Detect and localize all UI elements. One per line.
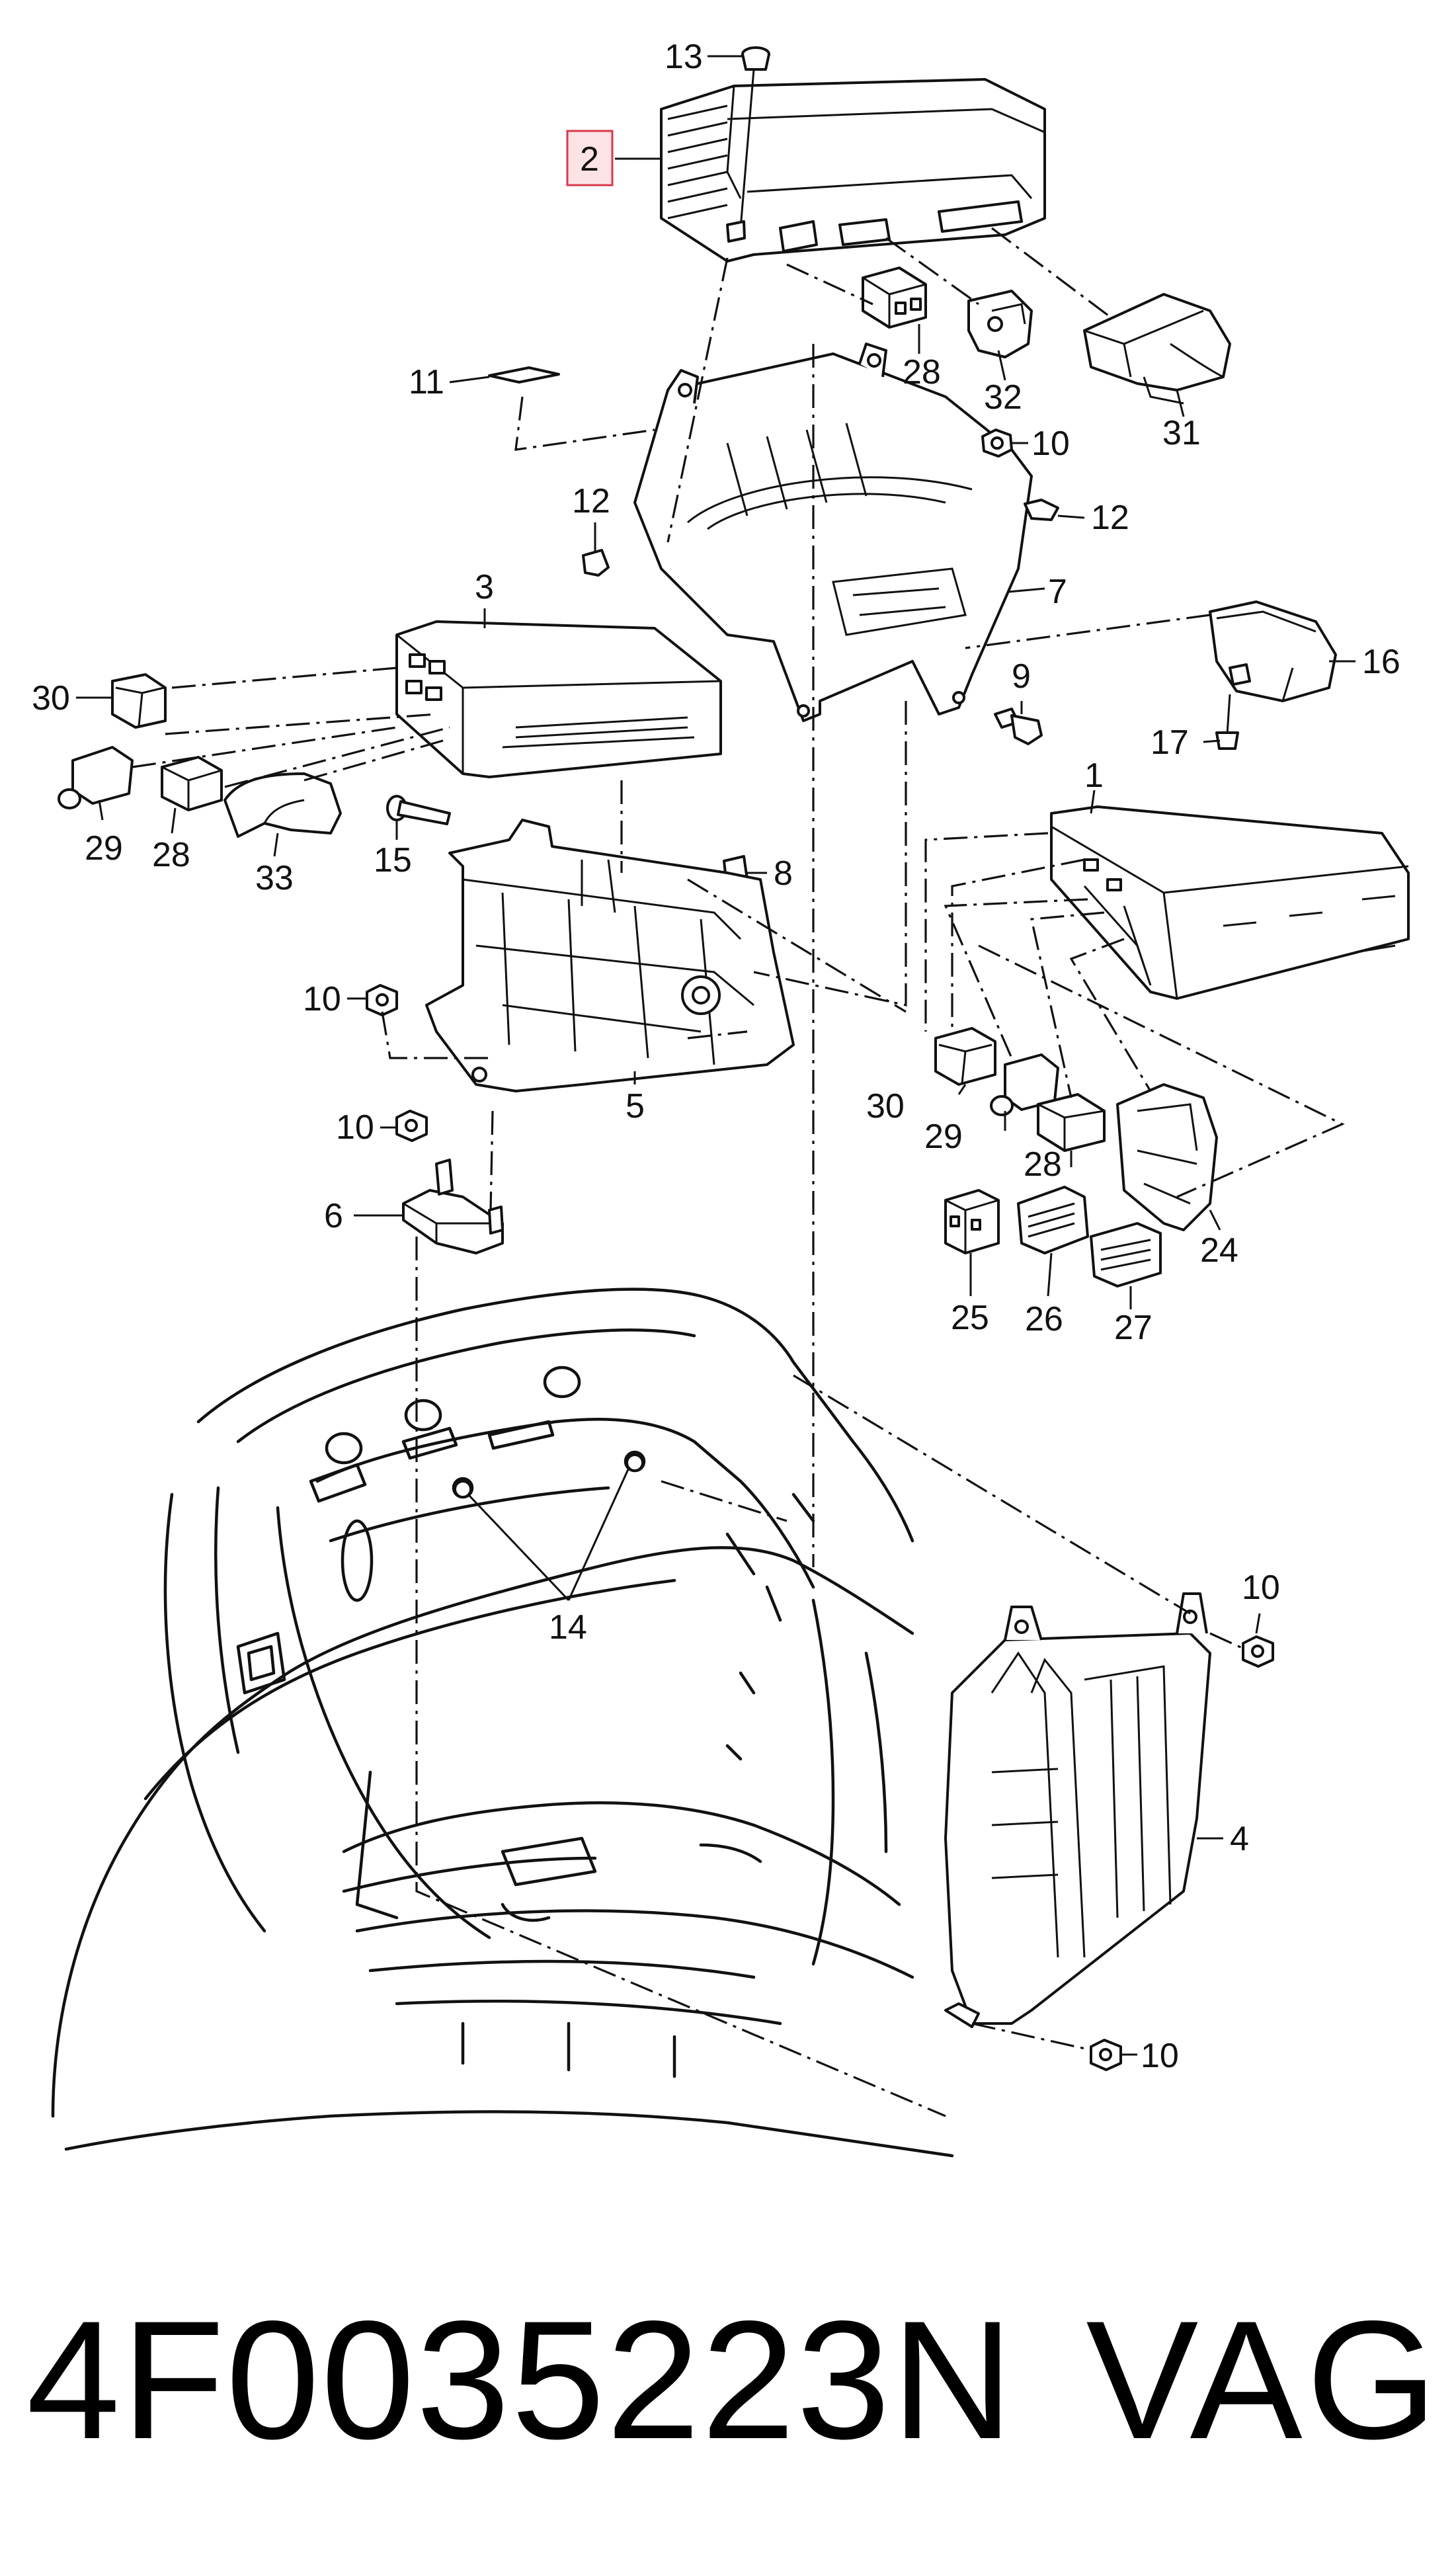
part-4-side-bracket — [944, 1592, 1211, 2028]
callout-33: 33 — [255, 859, 294, 897]
callout-4: 4 — [1230, 1820, 1249, 1858]
callout-13: 13 — [665, 38, 703, 76]
callout-9: 9 — [1012, 657, 1031, 696]
part-10-nut-top — [981, 429, 1013, 458]
callout-12-right: 12 — [1091, 499, 1129, 537]
part-6-bracket — [402, 1159, 504, 1254]
part-27-connector — [1090, 1222, 1162, 1288]
callout-11: 11 — [409, 363, 444, 401]
callout-8: 8 — [774, 854, 793, 893]
callout-31: 31 — [1162, 414, 1201, 452]
part-10-nut-low — [395, 1110, 428, 1142]
callout-30-left: 30 — [32, 679, 70, 717]
callout-10-top: 10 — [1031, 425, 1070, 463]
callout-15: 15 — [374, 841, 412, 879]
part-16-module — [1209, 600, 1337, 702]
callout-1: 1 — [1084, 756, 1104, 795]
trunk-body-outline — [51, 1288, 954, 2158]
callout-10-side: 10 — [1242, 1569, 1280, 1607]
callout-29-left: 29 — [85, 829, 123, 868]
callout-5: 5 — [626, 1087, 645, 1125]
footer: 4F0035223N VAG — [26, 2281, 1441, 2480]
part-29-connector-left — [58, 746, 134, 809]
part-29-connector-right — [990, 1053, 1059, 1116]
part-10-nut-bottom — [1090, 2039, 1122, 2071]
parts-diagram: 13 2 28 32 31 10 11 12 12 7 9 16 17 3 30… — [32, 38, 1410, 2158]
callout-25: 25 — [951, 1299, 989, 1337]
callout-32: 32 — [984, 378, 1022, 417]
leader-lines — [76, 55, 1355, 2056]
part-24-connector-housing — [1116, 1083, 1218, 1231]
part-11-label — [488, 366, 560, 384]
callout-12-left: 12 — [572, 482, 610, 520]
callout-10-low: 10 — [336, 1108, 374, 1147]
part-14-stud-right — [626, 1453, 644, 1472]
callout-28-top: 28 — [903, 353, 941, 391]
part-31-connector — [1083, 293, 1231, 405]
callout-27: 27 — [1114, 1309, 1153, 1347]
part-9-bolt — [994, 708, 1043, 745]
callout-2: 2 — [580, 140, 599, 179]
callout-10-mid: 10 — [303, 980, 341, 1018]
callout-24: 24 — [1200, 1231, 1238, 1270]
callout-28-right: 28 — [1024, 1145, 1062, 1184]
callout-16: 16 — [1362, 643, 1400, 681]
callout-29-right: 29 — [924, 1118, 963, 1156]
callout-10-bottom: 10 — [1141, 2037, 1179, 2075]
part-17-screw — [1215, 694, 1239, 750]
part-12-clip-left — [582, 549, 610, 577]
part-32-connector — [967, 290, 1033, 358]
part-26-connector — [1017, 1186, 1089, 1254]
part-28-connector-top — [862, 266, 927, 329]
part-12-clip-right — [1024, 499, 1059, 521]
part-30-connector-left — [111, 673, 167, 729]
part-14-stud-left — [454, 1480, 472, 1498]
callout-3: 3 — [475, 568, 494, 606]
part-2-amplifier — [660, 78, 1046, 263]
callout-30-right: 30 — [866, 1087, 905, 1125]
callout-28-left: 28 — [152, 836, 190, 874]
part-33-cover — [223, 772, 342, 838]
part-10-nut-mid — [366, 984, 398, 1016]
brand-label: VAG — [1086, 2286, 1441, 2474]
callout-labels: 13 2 28 32 31 10 11 12 12 7 9 16 17 3 30… — [32, 38, 1400, 2075]
part-number: 4F0035223N — [26, 2286, 1015, 2474]
callout-17: 17 — [1151, 723, 1189, 762]
highlighted-callout-box — [566, 130, 614, 186]
assembly-lines — [132, 227, 1345, 2117]
part-7-bracket — [633, 343, 1033, 722]
callout-26: 26 — [1025, 1300, 1063, 1338]
callout-14: 14 — [549, 1608, 587, 1647]
callout-6: 6 — [324, 1197, 343, 1235]
part-28-connector-right — [1037, 1093, 1106, 1152]
part-3-unit — [395, 620, 722, 778]
part-10-nut-side — [1242, 1635, 1274, 1668]
part-30-connector-right — [934, 1027, 996, 1086]
part-15-screw — [386, 795, 451, 825]
part-28-connector-left — [161, 756, 223, 811]
part-13-bolt — [726, 46, 770, 243]
part-1-unit — [1050, 805, 1410, 1000]
part-25-connector — [944, 1189, 1000, 1254]
callout-7: 7 — [1048, 573, 1067, 611]
